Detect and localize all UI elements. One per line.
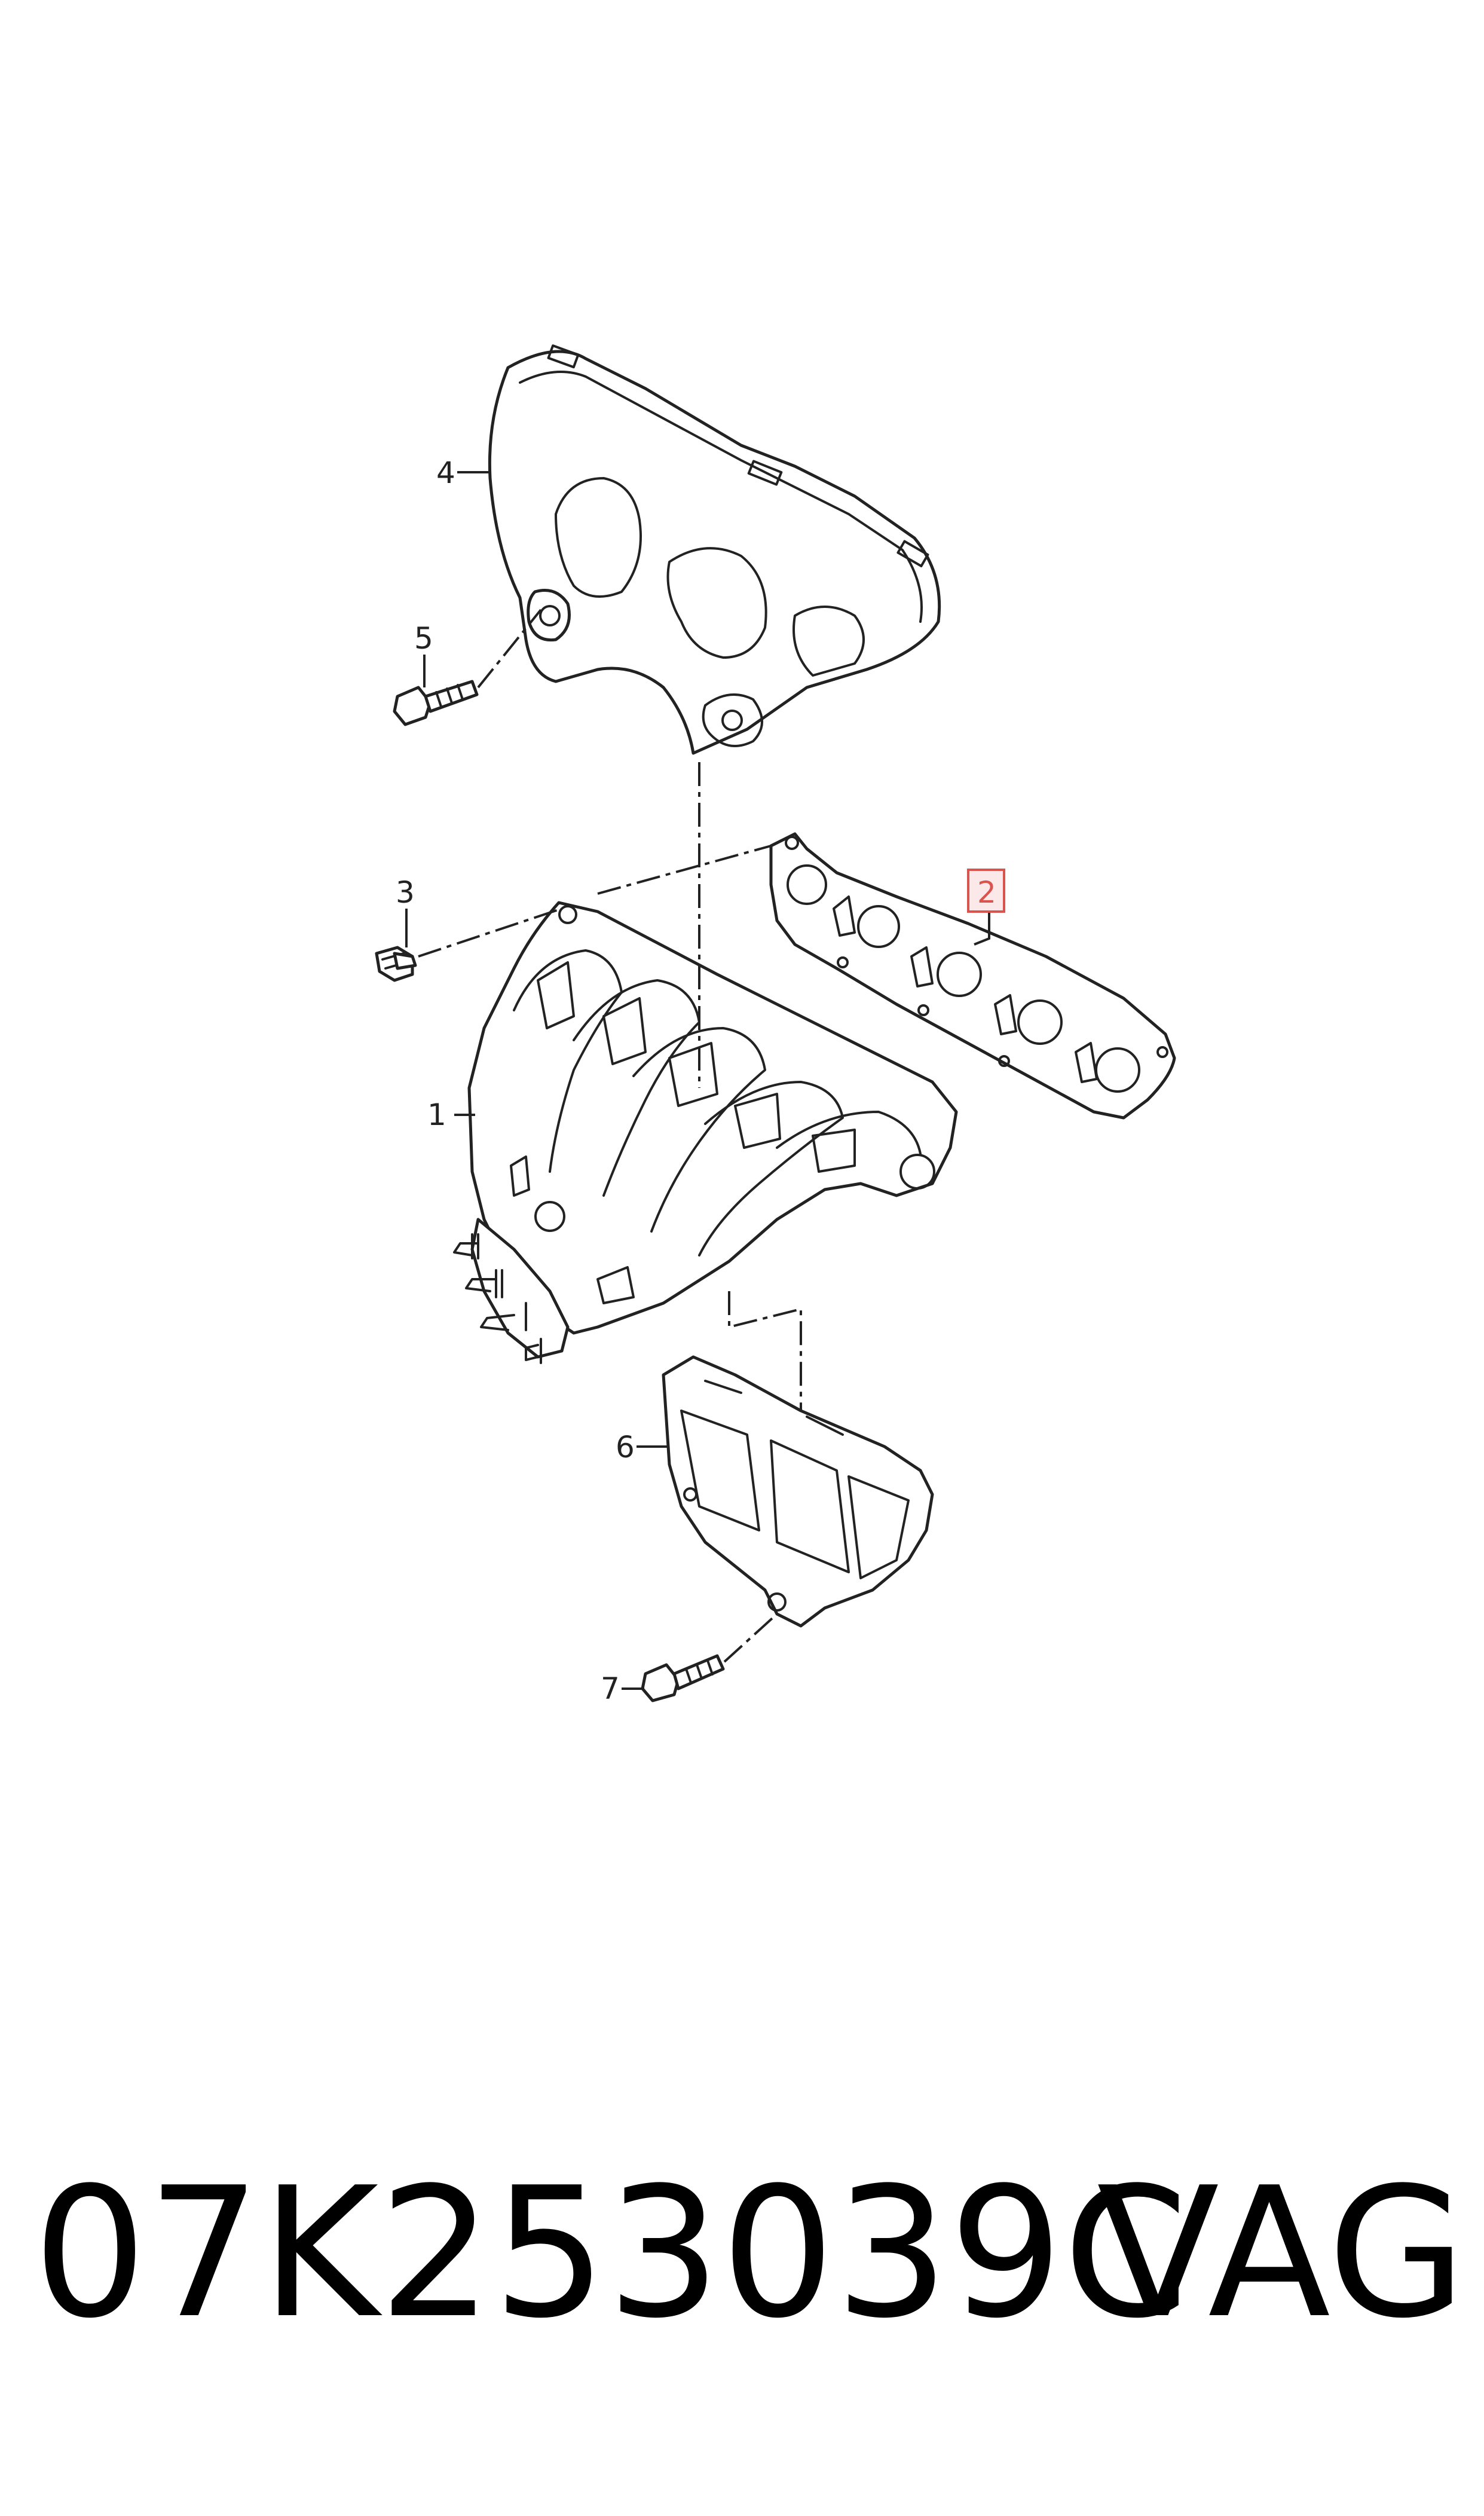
caption: 07K253039C VAG (33, 2149, 1466, 2358)
heat-shield-lower (662, 1355, 934, 1628)
callout-7: 7 (601, 1671, 620, 1706)
assembly-line-3 (418, 907, 562, 958)
brand-name: VAG (1097, 2149, 1467, 2358)
assembly-line-manifold-to-lower-shield (728, 1291, 802, 1435)
callout-4: 4 (436, 455, 455, 490)
callout-2-highlight-box (967, 869, 1005, 913)
exhaust-manifold-gasket (769, 832, 1176, 1120)
callout-1: 1 (427, 1097, 446, 1132)
assembly-line-7 (723, 1613, 778, 1663)
manifold-outlet-flange (453, 1218, 570, 1364)
part-number: 07K253039C (33, 2149, 1189, 2358)
callout-3: 3 (396, 875, 415, 910)
assembly-line-manifold-to-gasket (597, 845, 772, 895)
heat-shield-upper (488, 344, 941, 755)
leader-2 (974, 912, 990, 946)
bolt-5 (393, 680, 479, 726)
nut-3 (375, 946, 417, 982)
bolt-7 (641, 1654, 725, 1702)
assembly-line-5 (477, 609, 542, 689)
callout-5: 5 (414, 621, 433, 656)
callout-2: 2 (977, 875, 996, 910)
callout-6: 6 (616, 1430, 635, 1465)
